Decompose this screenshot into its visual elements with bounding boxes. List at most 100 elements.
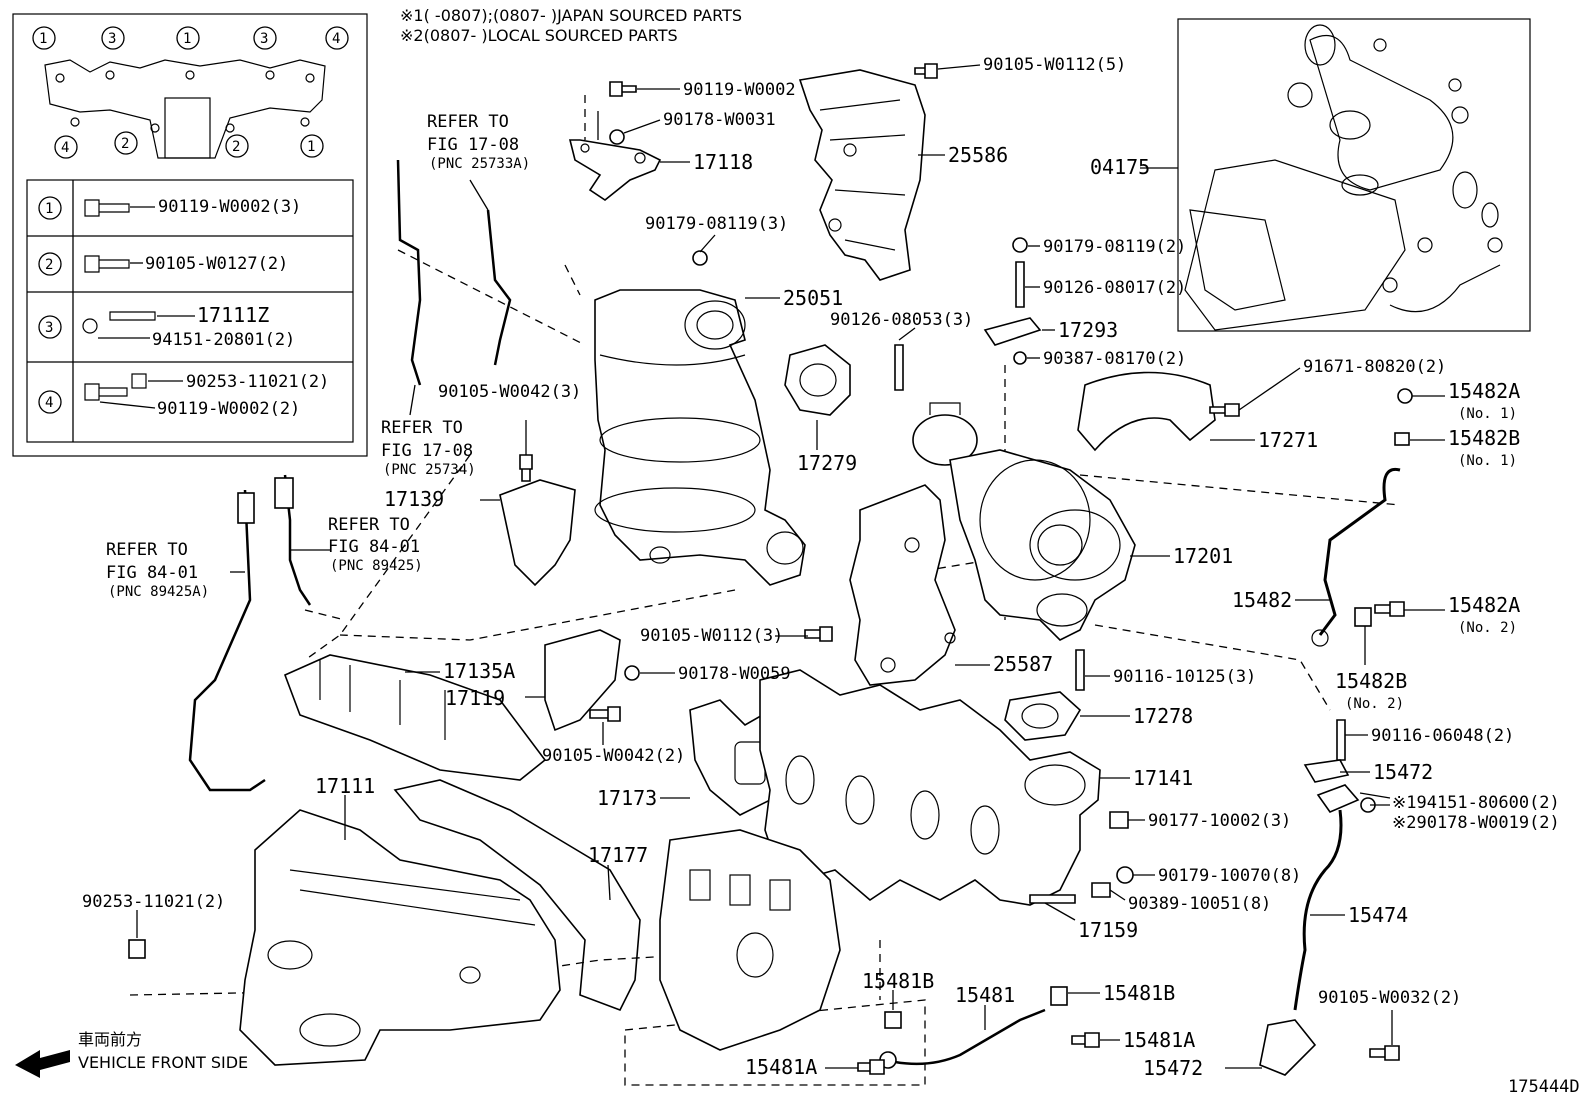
stud-90126-08053 <box>894 344 904 391</box>
bolt-90105-W0042-3 <box>519 454 533 482</box>
label-15481A-left: 15481A <box>745 1055 817 1079</box>
insulator-25587 <box>849 484 956 686</box>
bolt-15481A-left <box>857 1059 885 1075</box>
sensor-25734 <box>396 159 422 386</box>
inset-fastener-table: 1 3 1 3 4 4 2 2 1 1 2 3 4 90119-W0002(3)… <box>12 13 368 457</box>
collar-icon <box>131 373 147 389</box>
nut-90179-10070 <box>1116 866 1134 884</box>
label-17279: 17279 <box>797 451 857 475</box>
ref1-line3: (PNC 25733A) <box>429 156 530 172</box>
inset-pos-1c: 1 <box>307 139 315 155</box>
label-17119: 17119 <box>445 686 505 710</box>
stud-17159 <box>1029 894 1076 904</box>
note-japan-sourced: ※1( -0807);(0807- )JAPAN SOURCED PARTS <box>400 6 742 25</box>
row1-part: 90119-W0002(3) <box>158 197 301 217</box>
label-90178-W0019: ※290178-W0019(2) <box>1392 813 1560 833</box>
vehicle-front-jp: 車両前方 <box>78 1030 142 1049</box>
ref3-line1: REFER TO <box>328 515 410 535</box>
stud-icon <box>109 311 156 321</box>
clamp-15481B-right <box>1050 986 1068 1006</box>
bolt-15482A-1 <box>1397 388 1413 404</box>
turbocharger-17201 <box>912 402 1136 641</box>
ref4-line3: (PNC 89425A) <box>108 584 209 600</box>
label-90387-08170-2: 90387-08170(2) <box>1043 349 1186 369</box>
nut-90177-10002 <box>1109 811 1129 829</box>
nut-icon <box>82 318 98 334</box>
label-15482B-no1: 15482B <box>1448 426 1520 450</box>
ref2-line3: (PNC 25734) <box>383 462 476 478</box>
label-90178-W0031: 90178-W0031 <box>663 110 776 130</box>
leader-lines <box>136 64 1445 1069</box>
label-17173: 17173 <box>597 786 657 810</box>
label-90105-W0042-2: 90105-W0042(2) <box>542 746 685 766</box>
nut-90179-08119-2 <box>1012 237 1028 253</box>
label-15481B-right: 15481B <box>1103 981 1175 1005</box>
gasket-15472-bottom <box>1259 1019 1317 1076</box>
bolt-15482A-2 <box>1374 601 1405 617</box>
gasket-17278 <box>1004 691 1082 741</box>
oil-pipe-15482 <box>1318 467 1401 636</box>
label-15472-top: 15472 <box>1373 760 1433 784</box>
row-num-3: 3 <box>45 320 53 336</box>
part-labels: 90119-W0002 90178-W0031 17118 90105-W011… <box>82 55 1560 1080</box>
bolt-90105-W0042-2 <box>589 706 621 722</box>
inset-pos-2a: 2 <box>121 136 129 152</box>
inset-pos-1a: 1 <box>39 31 47 47</box>
figure-id: 175444D <box>1508 1077 1580 1097</box>
vehicle-front-en: VEHICLE FRONT SIDE <box>78 1053 248 1072</box>
label-17177: 17177 <box>588 843 648 867</box>
label-90105-W0112-5: 90105-W0112(5) <box>983 55 1126 75</box>
label-90105-W0032-2: 90105-W0032(2) <box>1318 988 1461 1008</box>
inset-pos-3b: 3 <box>260 31 268 47</box>
row-num-2: 2 <box>45 257 53 273</box>
bracket-17118 <box>568 139 662 201</box>
engine-block <box>659 829 841 1051</box>
label-17159: 17159 <box>1078 918 1138 942</box>
clamp-15482B-1 <box>1394 432 1410 446</box>
label-90126-08017-2: 90126-08017(2) <box>1043 278 1186 298</box>
label-91671-80820-2: 91671-80820(2) <box>1303 357 1446 377</box>
label-90177-10002-3: 90177-10002(3) <box>1148 811 1291 831</box>
bolt-90105-W0112-5 <box>914 63 938 79</box>
reference-notes: REFER TO FIG 17-08 (PNC 25733A) REFER TO… <box>106 112 530 600</box>
gasket-17279 <box>784 344 851 416</box>
row4-part-b: 90119-W0002(2) <box>157 399 300 419</box>
inset-pos-2b: 2 <box>232 139 240 155</box>
label-90105-W0112-3: 90105-W0112(3) <box>640 626 783 646</box>
note-local-sourced: ※2(0807- )LOCAL SOURCED PARTS <box>400 26 678 45</box>
label-90178-W0059: 90178-W0059 <box>678 664 791 684</box>
label-17141: 17141 <box>1133 766 1193 790</box>
label-15482A-no1: 15482A <box>1448 379 1520 403</box>
inset-pos-3a: 3 <box>108 31 116 47</box>
label-17118: 17118 <box>693 150 753 174</box>
label-17111: 17111 <box>315 774 375 798</box>
washer-90387-08170 <box>1013 351 1027 365</box>
nut-90178-W0031 <box>609 129 625 145</box>
assembly-overview <box>1177 18 1531 332</box>
inset-pos-1b: 1 <box>183 31 191 47</box>
label-90179-10070-8: 90179-10070(8) <box>1158 866 1301 886</box>
intake-manifold-17111 <box>239 809 561 1066</box>
label-17201: 17201 <box>1173 544 1233 568</box>
plate-17293 <box>983 317 1042 346</box>
label-94151-80600: ※194151-80600(2) <box>1392 793 1560 813</box>
label-15482: 15482 <box>1232 588 1292 612</box>
clamp-15481B-left <box>884 1011 902 1029</box>
bolt-90105-W0032 <box>1369 1045 1400 1061</box>
ref1-line2: FIG 17-08 <box>427 135 519 155</box>
bolt-icon <box>84 383 128 401</box>
stud-90116-10125 <box>1075 649 1085 691</box>
bolt-90119-W0002 <box>609 81 637 97</box>
row3-part-b: 94151-20801(2) <box>152 330 295 350</box>
nut-90179-08119-3 <box>692 250 708 266</box>
ref3-line2: FIG 84-01 <box>328 537 420 557</box>
oil-pipe-15474 <box>1293 809 1343 1011</box>
label-90179-08119-3: 90179-08119(3) <box>645 214 788 234</box>
label-17271: 17271 <box>1258 428 1318 452</box>
label-17139: 17139 <box>384 487 444 511</box>
catalytic-converter-25051 <box>594 289 806 586</box>
label-90253-11021-2: 90253-11021(2) <box>82 892 225 912</box>
label-90116-10125-3: 90116-10125(3) <box>1113 667 1256 687</box>
